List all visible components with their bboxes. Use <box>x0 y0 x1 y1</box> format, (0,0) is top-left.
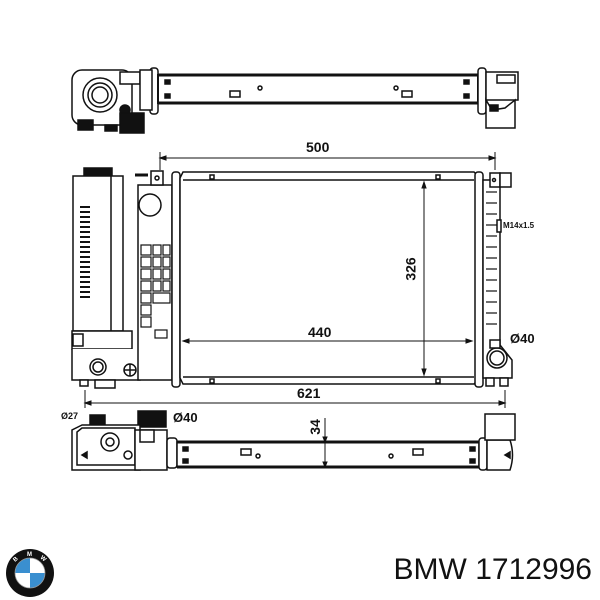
dim-label-inlet-diameter: Ø40 <box>173 410 198 425</box>
part-number: 1712996 <box>475 553 592 586</box>
logo-letter-m: M <box>27 552 32 558</box>
dim-label-outlet-diameter: Ø40 <box>510 331 535 346</box>
top-view <box>71 67 519 134</box>
dim-label-440: 440 <box>308 324 332 340</box>
front-view <box>71 167 513 389</box>
bmw-logo: B M W <box>6 549 54 597</box>
logo-letter-b: B <box>12 556 20 564</box>
logo-letter-w: W <box>39 555 47 563</box>
dimension-500 <box>158 152 497 170</box>
dim-label-500: 500 <box>306 139 330 155</box>
dimension-621 <box>83 390 507 408</box>
brand-name: BMW <box>393 553 467 586</box>
dim-label-port-diameter: Ø27 <box>61 411 79 421</box>
dim-label-sensor-thread: M14x1.5 <box>503 221 535 230</box>
bottom-view <box>71 410 516 471</box>
dim-label-326: 326 <box>402 257 419 281</box>
dim-label-34: 34 <box>306 419 323 435</box>
dim-label-621: 621 <box>297 385 321 401</box>
part-caption: BMW 1712996 <box>394 553 592 587</box>
